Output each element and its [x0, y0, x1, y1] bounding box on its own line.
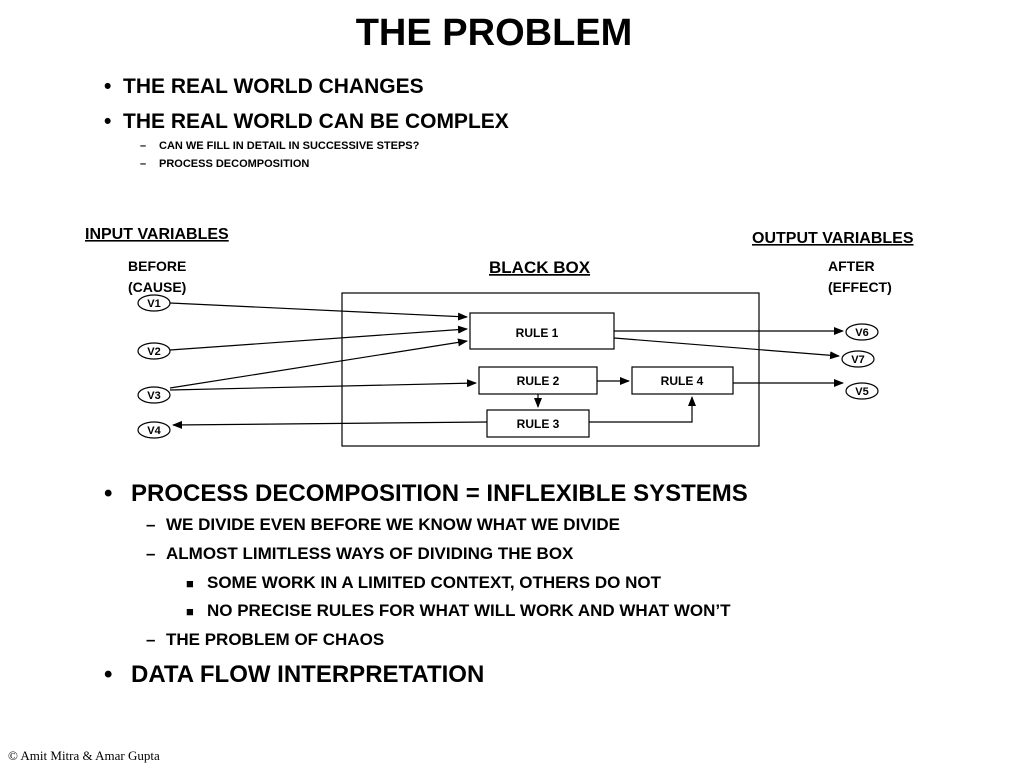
page-title: THE PROBLEM	[355, 12, 633, 54]
sub-bullet-fill-detail: –CAN WE FILL IN DETAIL IN SUCCESSIVE STE…	[140, 139, 419, 153]
output-v6-label: V6	[855, 327, 868, 339]
sub-sub-bullet-limited-context: ■ SOME WORK IN A LIMITED CONTEXT, OTHERS …	[186, 572, 661, 595]
bullet-text: PROCESS DECOMPOSITION = INFLEXIBLE SYSTE…	[131, 480, 748, 507]
black-box-diagram: INPUT VARIABLES OUTPUT VARIABLES BLACK B…	[85, 226, 914, 447]
after-label: AFTER	[828, 258, 875, 274]
sub-sub-bullet-text: NO PRECISE RULES FOR WHAT WILL WORK AND …	[207, 601, 731, 620]
rule-1-label: RULE 1	[516, 326, 559, 340]
arrow-v1-to-rule1	[169, 302, 468, 321]
arrow-v3-to-rule2	[169, 379, 477, 391]
sub-bullet-problem-of-chaos: –THE PROBLEM OF CHAOS	[146, 629, 384, 651]
rule-3-label: RULE 3	[517, 417, 560, 431]
effect-label: (EFFECT)	[828, 279, 892, 295]
dash-marker: –	[146, 515, 156, 534]
input-v2-oval	[137, 342, 171, 360]
bullet-text: DATA FLOW INTERPRETATION	[131, 661, 485, 688]
sub-bullet-process-decomposition: –PROCESS DECOMPOSITION	[140, 157, 309, 171]
input-v1-label: V1	[147, 298, 160, 310]
before-label: BEFORE	[128, 258, 186, 274]
black-box-label: BLACK BOX	[489, 258, 591, 277]
rule-4-box	[631, 366, 734, 395]
sub-bullet-text: CAN WE FILL IN DETAIL IN SUCCESSIVE STEP…	[159, 140, 420, 152]
square-marker: ■	[186, 576, 194, 591]
arrow-v2-to-rule1	[169, 325, 468, 351]
rule-4-label: RULE 4	[661, 374, 704, 388]
sub-bullet-text: ALMOST LIMITLESS WAYS OF DIVIDING THE BO…	[166, 544, 574, 563]
dash-marker: –	[146, 544, 156, 563]
black-box	[341, 292, 760, 447]
sub-bullet-text: THE PROBLEM OF CHAOS	[166, 630, 385, 649]
dash-marker: –	[140, 140, 147, 152]
input-v2-label: V2	[147, 346, 160, 358]
arrow-rule1-to-v7	[613, 337, 840, 360]
rule-1-box	[469, 312, 615, 350]
dash-marker: –	[146, 630, 156, 649]
output-variables-heading: OUTPUT VARIABLES	[752, 230, 914, 247]
sub-bullet-text: WE DIVIDE EVEN BEFORE WE KNOW WHAT WE DI…	[166, 515, 620, 534]
bullet-marker: •	[104, 480, 113, 507]
input-v4-label: V4	[147, 425, 161, 437]
input-variables-heading: INPUT VARIABLES	[85, 226, 229, 243]
sub-bullet-divide-before-know: –WE DIVIDE EVEN BEFORE WE KNOW WHAT WE D…	[146, 514, 620, 536]
output-v5-oval	[845, 382, 879, 400]
bullet-text: THE REAL WORLD CHANGES	[123, 75, 424, 98]
rule-3-box	[486, 409, 590, 438]
input-v3-label: V3	[147, 390, 160, 402]
rule-2-label: RULE 2	[517, 374, 560, 388]
input-v4-oval	[137, 421, 171, 439]
sub-bullet-limitless-ways: –ALMOST LIMITLESS WAYS OF DIVIDING THE B…	[146, 543, 573, 565]
square-marker: ■	[186, 604, 194, 619]
copyright-footer: © Amit Mitra & Amar Gupta	[8, 748, 160, 763]
output-v5-label: V5	[855, 386, 868, 398]
bullet-data-flow-interpretation: • DATA FLOW INTERPRETATION	[104, 660, 484, 690]
bullet-real-world-complex: • THE REAL WORLD CAN BE COMPLEX	[104, 109, 509, 135]
bullet-marker: •	[104, 661, 113, 688]
sub-bullet-text: PROCESS DECOMPOSITION	[159, 158, 310, 170]
sub-sub-bullet-no-precise-rules: ■ NO PRECISE RULES FOR WHAT WILL WORK AND…	[186, 600, 731, 623]
output-v6-oval	[845, 323, 879, 341]
dash-marker: –	[140, 158, 147, 170]
bullet-text: THE REAL WORLD CAN BE COMPLEX	[123, 110, 509, 133]
sub-sub-bullet-text: SOME WORK IN A LIMITED CONTEXT, OTHERS D…	[207, 573, 661, 592]
arrow-rule3-to-rule4	[589, 396, 696, 423]
arrow-v3-to-rule1	[169, 338, 468, 389]
bullet-process-decomposition-inflexible: • PROCESS DECOMPOSITION = INFLEXIBLE SYST…	[104, 479, 748, 509]
arrow-rule3-to-v4	[172, 420, 488, 429]
cause-label: (CAUSE)	[128, 279, 186, 295]
input-v3-oval	[137, 386, 171, 404]
bullet-marker: •	[104, 110, 112, 133]
bullet-real-world-changes: • THE REAL WORLD CHANGES	[104, 74, 424, 100]
output-v7-oval	[841, 350, 875, 368]
bullet-marker: •	[104, 75, 112, 98]
output-v7-label: V7	[851, 354, 864, 366]
